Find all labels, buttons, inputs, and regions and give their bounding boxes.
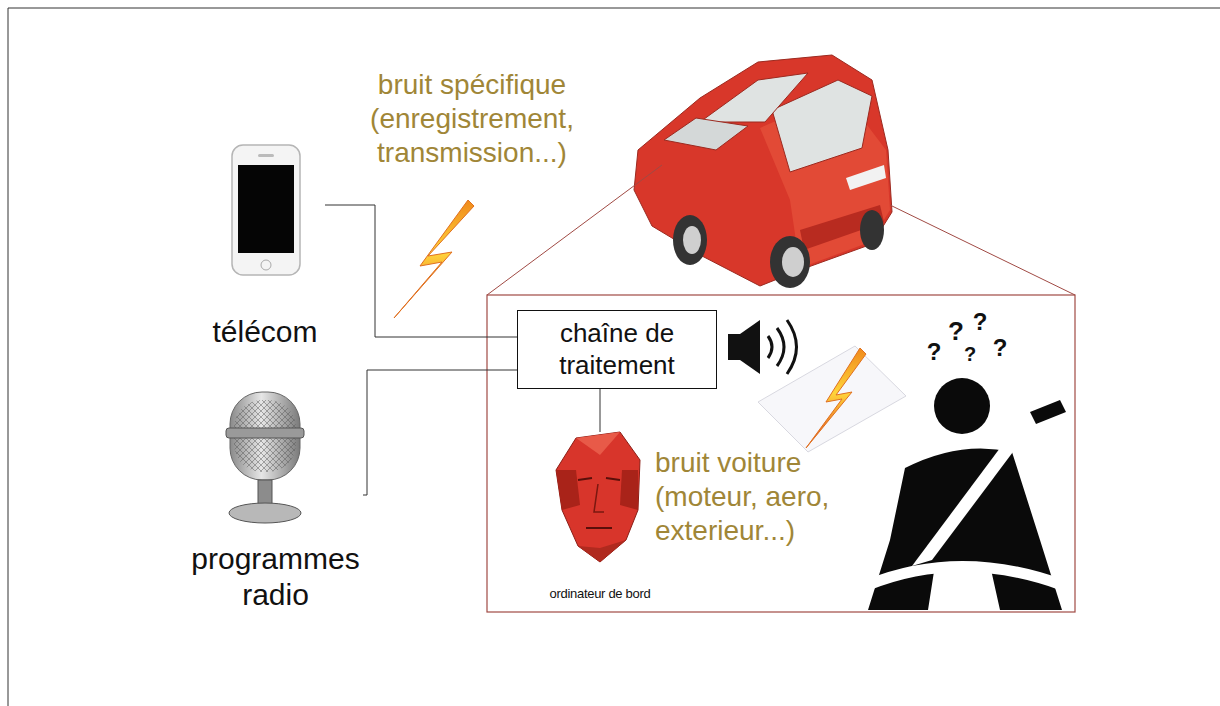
page-frame — [8, 8, 1220, 706]
driver-pictogram — [934, 378, 990, 434]
car — [800, 205, 884, 250]
onboard-computer-head — [556, 432, 640, 562]
noise-bolt-card — [806, 348, 866, 448]
signal-wire — [600, 389, 601, 432]
radio-node: programmes radio — [188, 385, 363, 613]
phone-icon — [232, 145, 300, 275]
driver-pictogram — [912, 440, 1022, 566]
icon-label: programmes radio — [188, 541, 363, 613]
question-mark: ? — [970, 310, 990, 334]
computer-node: ordinateur de bord — [540, 432, 660, 602]
phone-icon — [261, 260, 271, 270]
car — [860, 210, 884, 250]
noise-bolt-card — [758, 346, 906, 452]
onboard-computer-head — [586, 527, 612, 529]
speaker-icon — [768, 336, 772, 358]
onboard-computer-head — [556, 432, 640, 562]
speaker-icon — [777, 328, 784, 366]
question-mark: ? — [924, 340, 944, 364]
noise-label: bruit voiture (moteur, aero, exterieur..… — [655, 446, 870, 548]
icon-label: télécom — [212, 314, 317, 350]
car — [673, 215, 707, 265]
box-text: chaîne de traitement — [526, 318, 708, 380]
icon-label: ordinateur de bord — [550, 586, 651, 602]
question-mark: ? — [990, 336, 1010, 360]
process-box: chaîne de traitement — [517, 310, 717, 389]
noise-bolt-card — [758, 346, 906, 452]
lightning-bolt — [394, 200, 474, 318]
microphone-icon — [226, 392, 304, 523]
zoom-frame — [487, 165, 1075, 612]
car — [634, 55, 892, 288]
driver-pictogram — [868, 378, 1066, 610]
phone-node: télécom — [205, 140, 325, 350]
speaker-icon — [740, 320, 760, 374]
lightning-bolt — [394, 200, 474, 318]
microphone-icon — [258, 480, 272, 506]
microphone-icon — [229, 503, 301, 523]
speaker-icon — [728, 320, 797, 374]
zoom-frame — [487, 295, 1075, 612]
noise-label: bruit spécifique (enregistrement, transm… — [352, 68, 592, 170]
driver-pictogram — [868, 448, 1062, 610]
onboard-computer-head — [578, 478, 620, 480]
page-frame — [8, 8, 1220, 706]
question-mark: ? — [960, 344, 980, 364]
signal-wire — [325, 205, 517, 337]
phone-icon — [238, 165, 294, 253]
car — [664, 118, 748, 150]
driver-pictogram — [1030, 400, 1066, 424]
signal-wire — [363, 370, 517, 495]
phone-icon — [232, 145, 300, 275]
car — [700, 73, 808, 122]
car — [846, 165, 886, 190]
phone-icon — [258, 154, 274, 157]
car — [683, 226, 701, 254]
car — [782, 247, 804, 277]
onboard-computer-head — [578, 540, 626, 562]
question-mark: ? — [946, 318, 966, 344]
driver-pictogram — [868, 567, 1062, 586]
onboard-computer-head — [576, 432, 620, 455]
onboard-computer-head — [620, 470, 638, 510]
microphone-icon — [226, 428, 304, 438]
speaker-icon — [787, 320, 797, 374]
car — [634, 55, 892, 286]
car — [770, 236, 810, 288]
onboard-computer-head — [594, 484, 604, 512]
speaker-icon — [728, 334, 740, 360]
zoom-frame — [487, 165, 1075, 295]
onboard-computer-head — [556, 470, 580, 510]
